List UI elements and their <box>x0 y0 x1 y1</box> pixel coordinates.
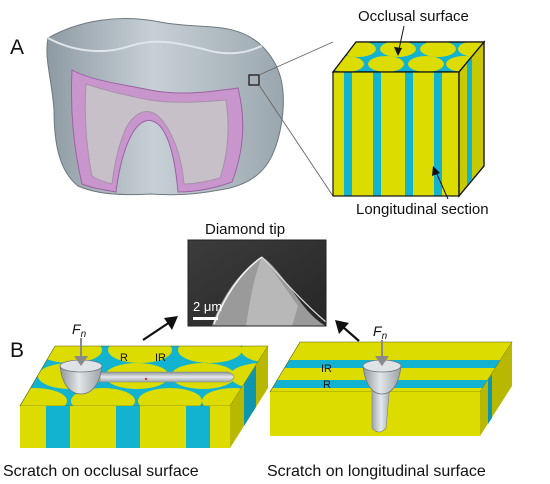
scale-bar <box>193 317 218 320</box>
zoom-box <box>248 74 260 86</box>
scale-bar-label: 2 μm <box>193 299 222 314</box>
longitudinal-block: Fn IR R <box>269 323 513 436</box>
longitudinal-caption: Scratch on longitudinal surface <box>267 463 486 480</box>
left-rod-label: R <box>120 352 128 364</box>
right-interrod-label: IR <box>321 363 332 375</box>
tooth-rim <box>47 37 263 55</box>
right-rod-label: R <box>323 379 331 391</box>
occlusal-surface-label: Occlusal surface <box>358 8 469 25</box>
left-force-label: Fn <box>72 321 87 340</box>
diamond-tip-label: Diamond tip <box>205 221 285 238</box>
panel-a-letter: A <box>10 36 24 59</box>
right-force-label: Fn <box>373 323 388 342</box>
pulp-chamber <box>84 83 229 185</box>
occlusal-scratch-groove <box>99 371 235 383</box>
panel-b-letter: B <box>10 339 24 362</box>
occlusal-caption: Scratch on occlusal surface <box>3 463 199 480</box>
longitudinal-section-label: Longitudinal section <box>356 201 489 218</box>
left-interrod-label: IR <box>155 352 166 364</box>
enamel-cube <box>331 40 486 198</box>
sem-image: 2 μm <box>187 239 327 327</box>
occlusal-block: Fn R IR <box>19 321 269 448</box>
longitudinal-scratch-groove <box>371 383 391 433</box>
tooth-model <box>46 18 284 196</box>
